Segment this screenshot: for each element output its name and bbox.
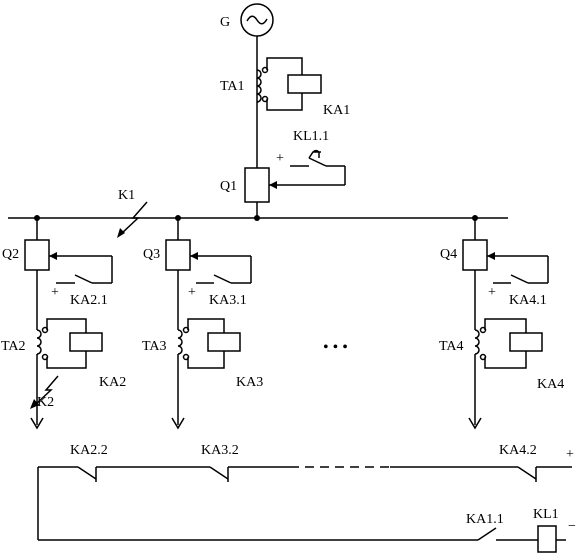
ka11-label: KA1.1 — [466, 512, 504, 527]
k2-fault-arrow: K2 — [30, 375, 59, 410]
kl11-label: KL1.1 — [293, 129, 329, 144]
generator-label: G — [220, 15, 230, 30]
ka1-relay-coil — [287, 74, 322, 94]
q3-plus: + — [188, 285, 196, 300]
q4-label: Q4 — [440, 247, 457, 262]
k1-label: K1 — [118, 188, 135, 203]
q1-label: Q1 — [220, 179, 237, 194]
ka4-label: KA4 — [537, 377, 564, 392]
supply-minus: − — [568, 519, 576, 534]
feeder-q2: Q2 + KA2.1 TA2 KA2 — [1, 215, 126, 430]
kl1-coil — [537, 525, 557, 553]
k1-fault-arrow: K1 — [117, 188, 148, 238]
ka31-label: KA3.1 — [209, 293, 247, 308]
ka21-label: KA2.1 — [70, 293, 108, 308]
q4-plus: + — [488, 285, 496, 300]
feeder-q4: Q4 + KA4.1 TA4 KA4 — [439, 215, 564, 430]
q2-plus: + — [51, 285, 59, 300]
ka2-label: KA2 — [99, 375, 126, 390]
ka42-label: KA4.2 — [499, 443, 537, 458]
ka22-label: KA2.2 — [70, 443, 108, 458]
q3-label: Q3 — [143, 247, 160, 262]
ta1-label: TA1 — [220, 79, 245, 94]
ka41-label: KA4.1 — [509, 293, 547, 308]
q1-breaker: Q1 + KL1.1 — [220, 129, 346, 203]
ta2-label: TA2 — [1, 339, 26, 354]
ka32-label: KA3.2 — [201, 443, 239, 458]
ta4-label: TA4 — [439, 339, 464, 354]
ta3-label: TA3 — [142, 339, 167, 354]
q2-label: Q2 — [2, 247, 19, 262]
ta1-current-transformer: TA1 KA1 — [220, 57, 350, 118]
feeder-q3: Q3 + KA3.1 TA3 KA3 — [142, 215, 263, 430]
generator: G — [220, 3, 274, 37]
more-feeders-ellipsis: • • • — [323, 339, 348, 356]
supply-plus: + — [566, 447, 574, 462]
kl1-label: KL1 — [533, 507, 559, 522]
q1-plus: + — [276, 151, 284, 166]
ka1-label: KA1 — [323, 103, 350, 118]
k2-label: K2 — [37, 395, 54, 410]
ka3-label: KA3 — [236, 375, 263, 390]
trip-control-circuit: + KA2.2 KA3.2 KA4.2 KA1.1 KL1 − — [37, 443, 576, 553]
